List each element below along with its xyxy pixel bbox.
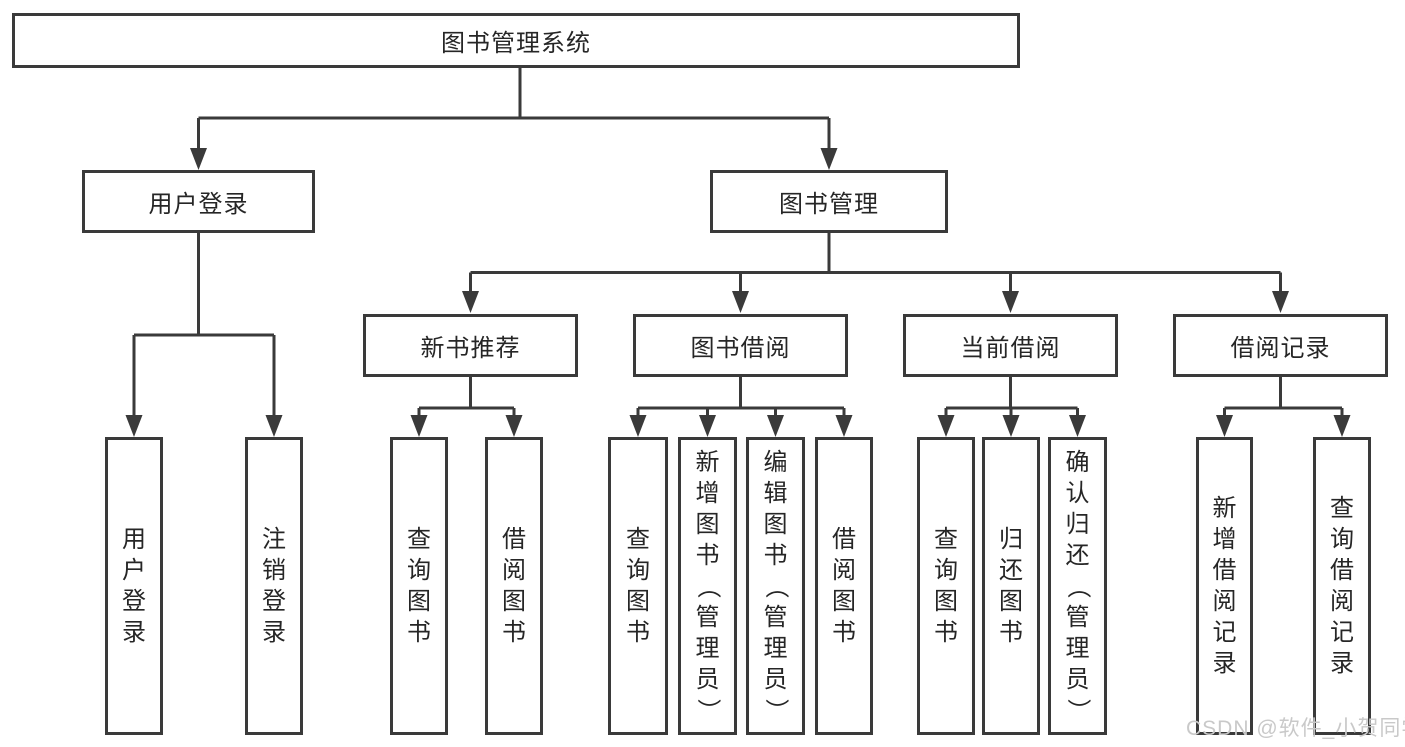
leaf-confirm-return-admin: 确认归还（管理员） bbox=[1048, 437, 1107, 735]
leaf-add-book-admin-label: 新增图书（管理员） bbox=[694, 448, 721, 723]
leaf-borrow-books-1: 借阅图书 bbox=[485, 437, 543, 735]
leaf-return-book: 归还图书 bbox=[982, 437, 1040, 735]
node-current-borrow: 当前借阅 bbox=[903, 314, 1118, 377]
leaf-logout: 注销登录 bbox=[245, 437, 303, 735]
leaf-borrow-books-1-label: 借阅图书 bbox=[502, 526, 526, 646]
node-book-management-label: 图书管理 bbox=[779, 191, 879, 218]
leaf-borrow-books-2-label: 借阅图书 bbox=[832, 526, 856, 646]
leaf-logout-label: 注销登录 bbox=[262, 526, 286, 646]
node-root-label: 图书管理系统 bbox=[441, 30, 591, 57]
node-root: 图书管理系统 bbox=[12, 13, 1020, 68]
node-book-borrow: 图书借阅 bbox=[633, 314, 848, 377]
leaf-add-borrow-record-label: 新增借阅记录 bbox=[1212, 495, 1237, 677]
leaf-return-book-label: 归还图书 bbox=[999, 526, 1023, 646]
leaf-query-books-3-label: 查询图书 bbox=[934, 526, 958, 646]
node-user-login: 用户登录 bbox=[82, 170, 315, 233]
leaf-query-books-2: 查询图书 bbox=[608, 437, 668, 735]
leaf-add-book-admin: 新增图书（管理员） bbox=[678, 437, 737, 735]
leaf-edit-book-admin-label: 编辑图书（管理员） bbox=[762, 448, 789, 723]
leaf-edit-book-admin: 编辑图书（管理员） bbox=[746, 437, 805, 735]
leaf-query-borrow-record: 查询借阅记录 bbox=[1313, 437, 1371, 735]
node-borrow-records: 借阅记录 bbox=[1173, 314, 1388, 377]
node-new-book-recommend: 新书推荐 bbox=[363, 314, 578, 377]
leaf-user-login-label: 用户登录 bbox=[122, 526, 146, 646]
leaf-query-books-1: 查询图书 bbox=[390, 437, 448, 735]
connector-path bbox=[132, 68, 1344, 419]
leaf-query-borrow-record-label: 查询借阅记录 bbox=[1330, 495, 1354, 677]
leaf-add-borrow-record: 新增借阅记录 bbox=[1196, 437, 1253, 735]
leaf-query-books-3: 查询图书 bbox=[917, 437, 975, 735]
leaf-confirm-return-admin-label: 确认归还（管理员） bbox=[1064, 448, 1091, 723]
leaf-borrow-books-2: 借阅图书 bbox=[815, 437, 873, 735]
leaf-query-books-1-label: 查询图书 bbox=[407, 526, 431, 646]
node-new-book-recommend-label: 新书推荐 bbox=[420, 335, 521, 362]
node-borrow-records-label: 借阅记录 bbox=[1230, 335, 1331, 362]
node-user-login-label: 用户登录 bbox=[148, 191, 249, 218]
arrowheads bbox=[125, 148, 1351, 437]
leaf-user-login: 用户登录 bbox=[105, 437, 163, 735]
leaf-query-books-2-label: 查询图书 bbox=[626, 526, 650, 646]
node-book-borrow-label: 图书借阅 bbox=[690, 335, 791, 362]
node-book-management: 图书管理 bbox=[710, 170, 948, 233]
watermark: CSDN @软件_小贺同学 bbox=[1186, 717, 1405, 740]
node-current-borrow-label: 当前借阅 bbox=[960, 335, 1061, 362]
